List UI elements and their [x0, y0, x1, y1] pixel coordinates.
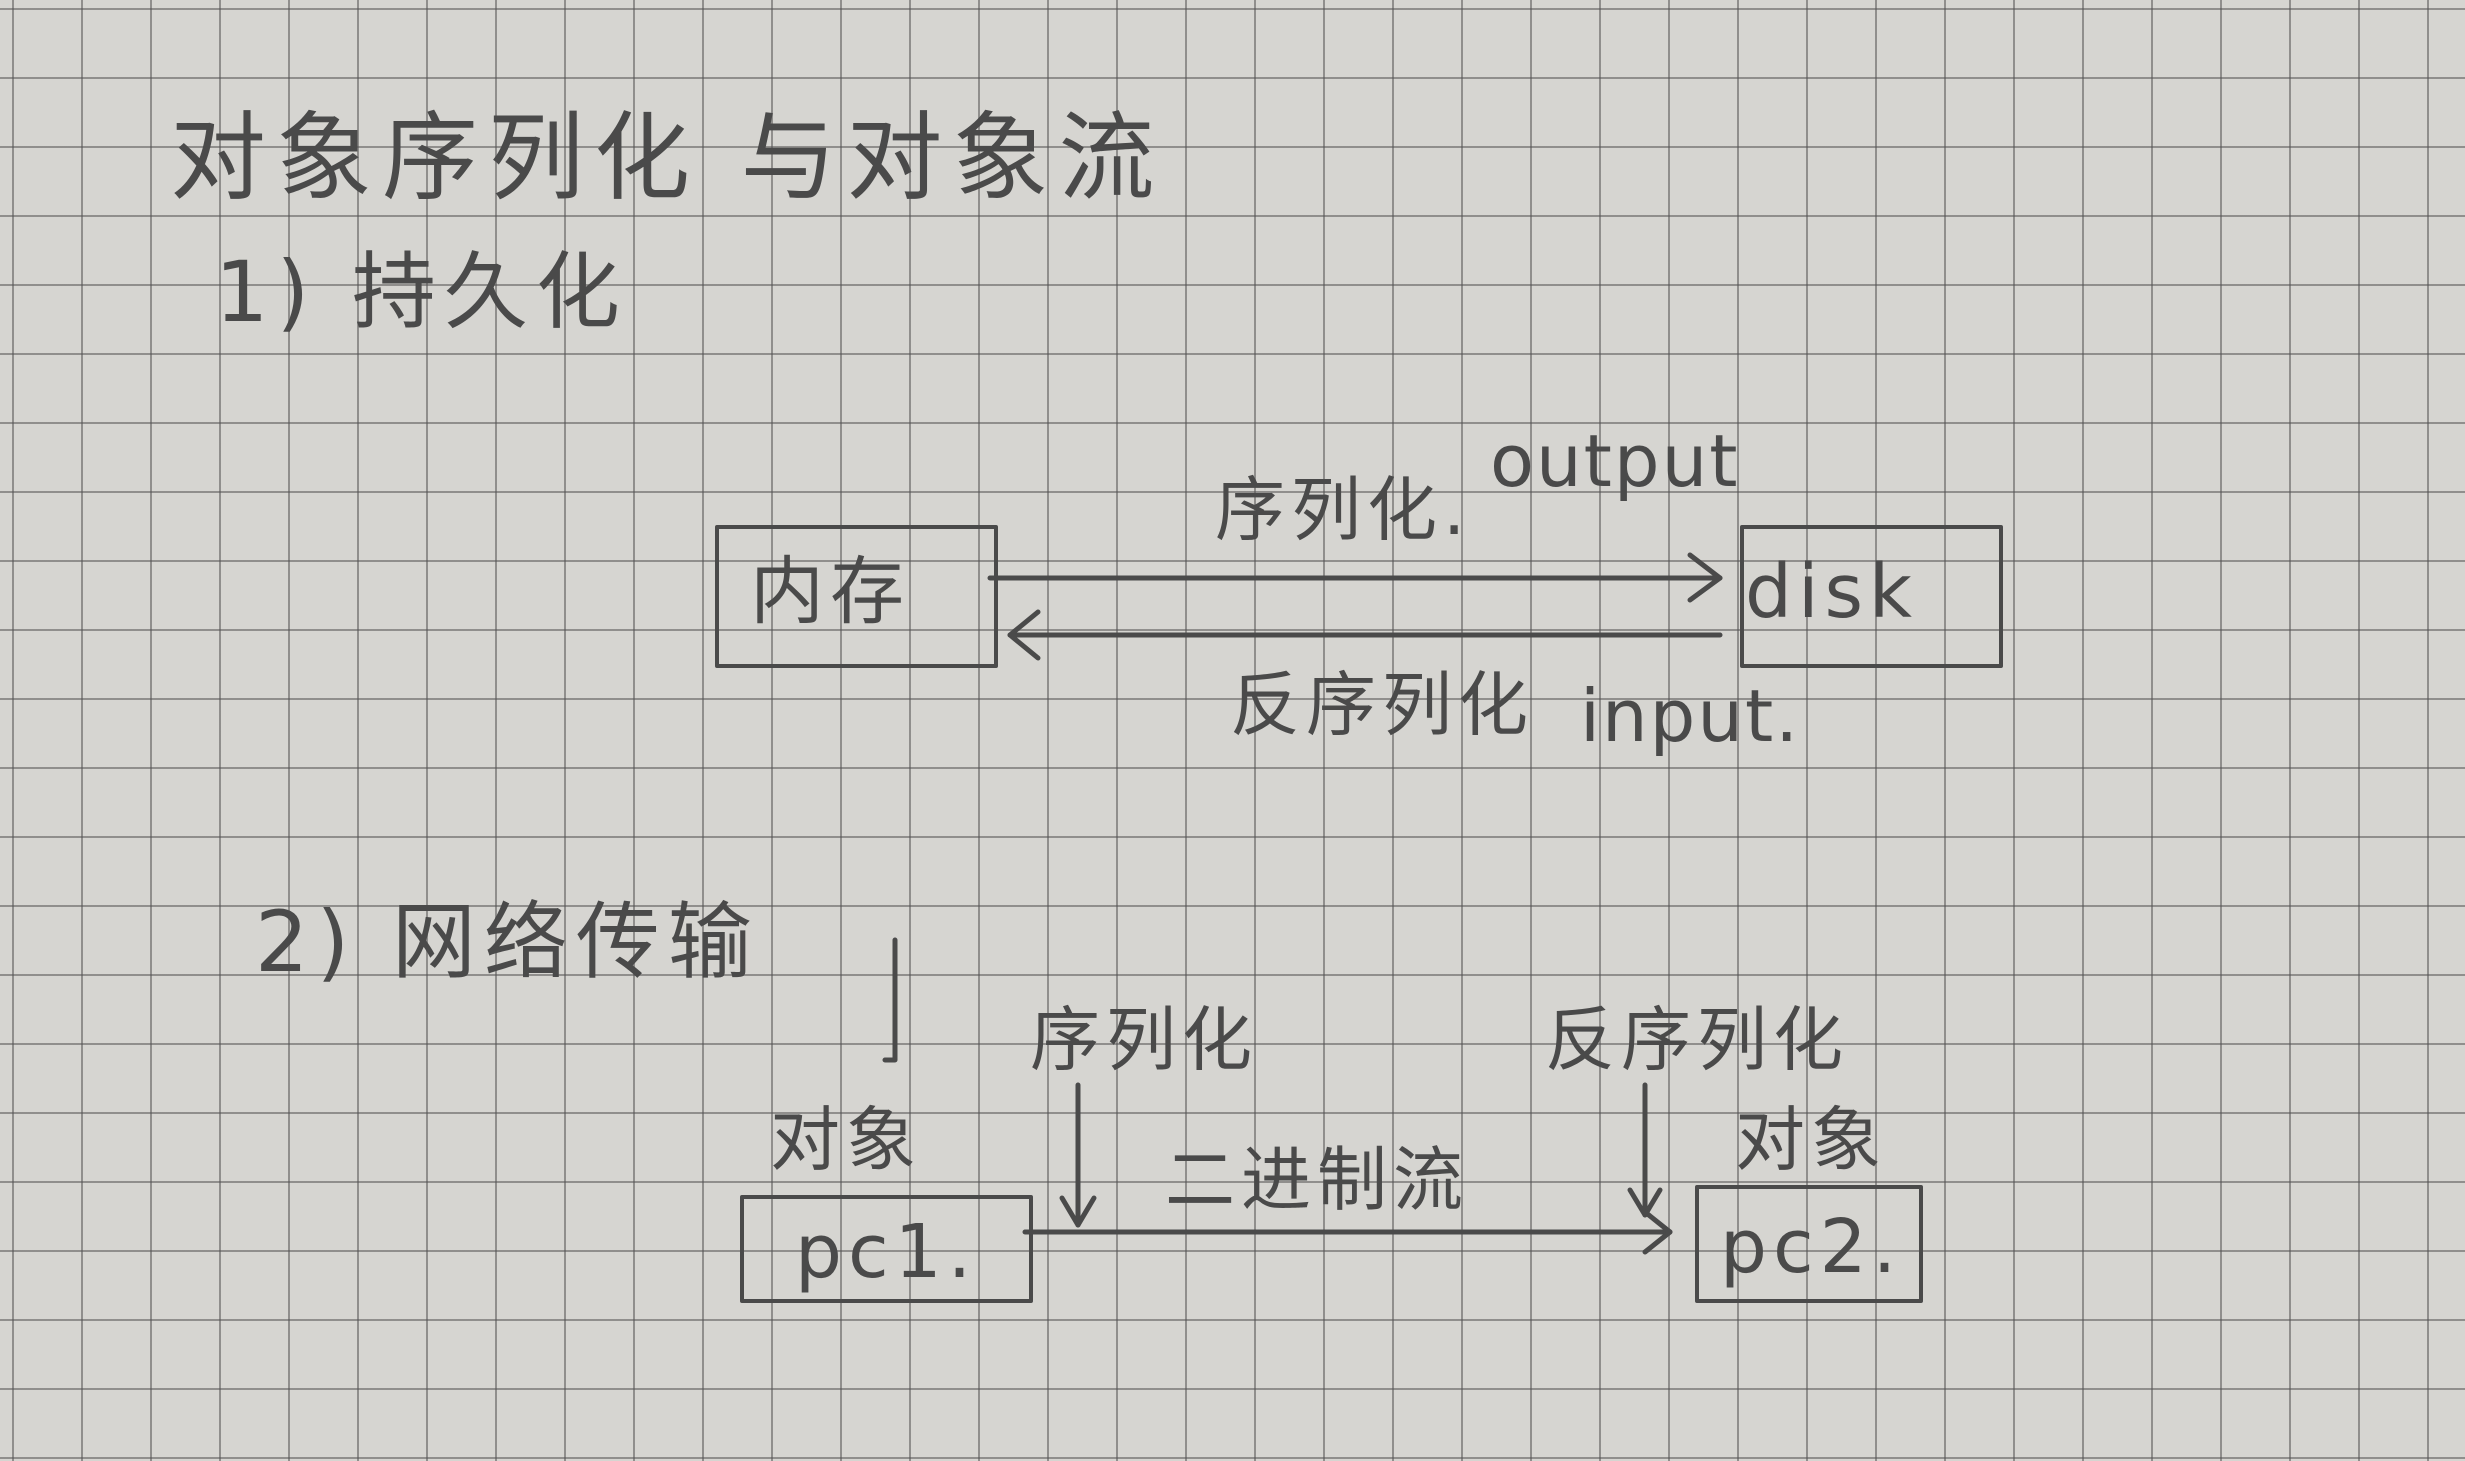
pc1-box-label: pc1. — [795, 1209, 978, 1295]
pc2-box-label: pc2. — [1720, 1204, 1903, 1290]
input-label: input. — [1580, 674, 1801, 758]
memory-box-label: 内存 — [750, 549, 910, 635]
page-title: 对象序列化 与对象流 — [170, 102, 1165, 214]
disk-box-label: disk — [1745, 549, 1918, 635]
deserialize-arrow-head — [1007, 609, 1041, 661]
deserialize-down-head — [1627, 1187, 1663, 1218]
network-connector — [882, 937, 898, 1063]
output-label: output — [1490, 419, 1740, 503]
section1-heading: 1) 持久化 — [215, 243, 628, 341]
pc1-box — [740, 1195, 1033, 1303]
disk-box — [1740, 525, 2003, 668]
section2-heading: 2) 网络传输 — [255, 893, 760, 991]
deserialize-label-1: 反序列化 — [1230, 664, 1534, 746]
pc2-box — [1695, 1185, 1923, 1303]
serialize-arrow-head — [1687, 552, 1723, 603]
memory-box — [715, 525, 998, 668]
serialize-down-head — [1059, 1195, 1097, 1228]
serialize-label-2: 序列化 — [1030, 999, 1258, 1081]
serialize-label-1: 序列化. — [1215, 469, 1472, 551]
network-arrow-head — [1642, 1209, 1673, 1255]
binary-stream-label: 二进制流 — [1165, 1139, 1469, 1221]
deserialize-label-2: 反序列化 — [1545, 999, 1849, 1081]
left-object-label: 对象 — [770, 1099, 922, 1181]
right-object-label: 对象 — [1735, 1099, 1887, 1181]
